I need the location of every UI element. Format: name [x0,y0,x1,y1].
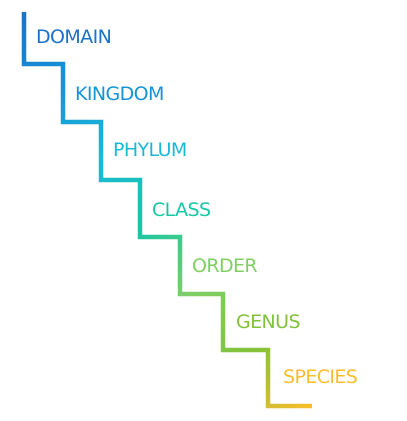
staircase-line [21,12,312,409]
step-label-domain: DOMAIN [36,26,111,48]
step-label-genus: GENUS [236,311,300,333]
step-label-kingdom: KINGDOM [75,83,164,105]
step-label-class: CLASS [152,199,210,221]
step-label-order: ORDER [192,255,257,277]
step-label-species: SPECIES [283,366,357,388]
step-label-phylum: PHYLUM [113,139,187,161]
